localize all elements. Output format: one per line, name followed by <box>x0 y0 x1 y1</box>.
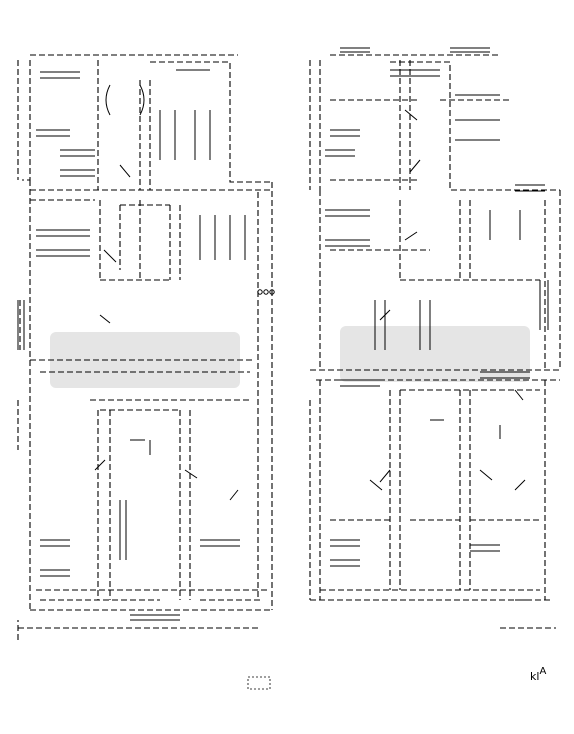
center-mark <box>247 676 271 690</box>
sheet-label-main: kl <box>530 670 540 683</box>
left-building-details <box>17 69 275 621</box>
watermark <box>50 326 530 388</box>
sheet-label: klA <box>530 666 546 683</box>
sheet-label-sup: A <box>539 666 547 677</box>
right-building-details <box>325 47 549 601</box>
left-building-plan <box>17 54 273 640</box>
right-building-plan <box>309 54 561 629</box>
